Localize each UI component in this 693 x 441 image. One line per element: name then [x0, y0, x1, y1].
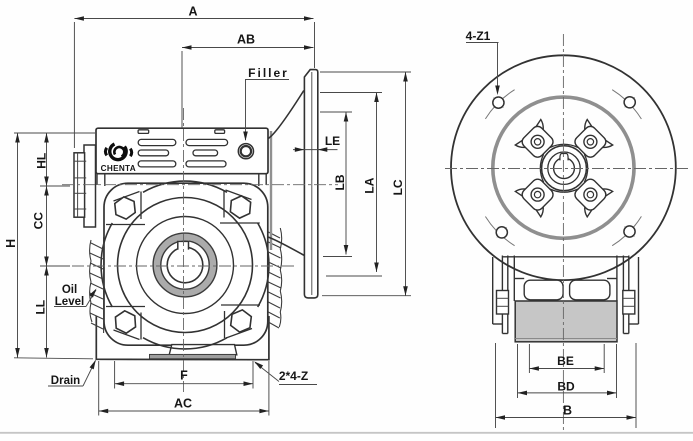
svg-text:Filler: Filler [248, 66, 289, 80]
svg-text:HL: HL [35, 153, 49, 169]
svg-text:LA: LA [363, 177, 377, 193]
svg-text:AC: AC [174, 397, 192, 411]
svg-text:LE: LE [325, 134, 340, 148]
svg-text:F: F [180, 369, 188, 383]
svg-text:CC: CC [32, 212, 46, 230]
svg-text:4-Z1: 4-Z1 [466, 29, 491, 43]
svg-text:BE: BE [557, 354, 574, 368]
svg-text:2*4-Z: 2*4-Z [279, 369, 308, 383]
svg-text:Level: Level [55, 296, 84, 308]
svg-text:LB: LB [333, 174, 347, 190]
svg-text:B: B [563, 404, 572, 418]
svg-text:Drain: Drain [51, 375, 80, 387]
svg-text:AB: AB [237, 33, 255, 47]
svg-text:LC: LC [391, 179, 405, 195]
svg-text:H: H [4, 239, 18, 248]
svg-text:LL: LL [34, 300, 48, 315]
svg-text:Oil: Oil [62, 284, 77, 296]
svg-text:CHENTA: CHENTA [101, 164, 136, 173]
svg-text:A: A [188, 5, 197, 19]
svg-text:BD: BD [557, 380, 575, 394]
